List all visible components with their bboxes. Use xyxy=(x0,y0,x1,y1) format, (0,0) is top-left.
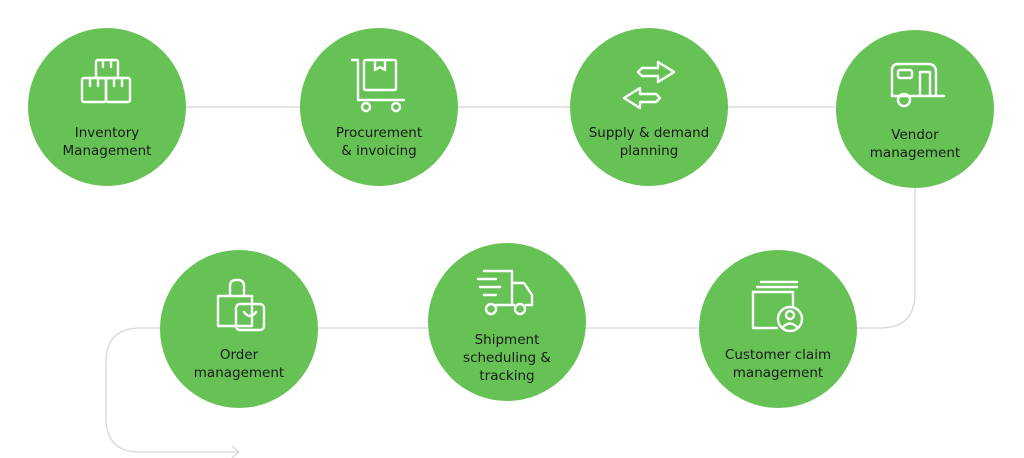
step-customer-claim-management: Customer claim management xyxy=(699,250,857,408)
step-inventory-management: Inventory Management xyxy=(28,28,186,186)
label-line: Vendor xyxy=(891,127,939,143)
delivery-truck-icon xyxy=(476,265,538,327)
step-order-management: Order management xyxy=(160,250,318,408)
boxes-icon xyxy=(76,54,138,116)
swap-arrows-icon xyxy=(618,54,680,116)
label-line: Customer claim xyxy=(724,347,832,363)
label-line: scheduling & xyxy=(463,350,551,366)
shopping-bag-icon xyxy=(208,276,270,338)
label-line: management xyxy=(732,365,824,381)
label-line: management xyxy=(869,145,961,161)
step-label: Shipment scheduling & tracking xyxy=(437,331,577,385)
trailer-icon xyxy=(884,56,946,118)
label-line: management xyxy=(193,365,285,381)
step-shipment-scheduling-tracking: Shipment scheduling & tracking xyxy=(428,243,586,401)
step-procurement-invoicing: Procurement & invoicing xyxy=(300,28,458,186)
step-label: Customer claim management xyxy=(708,346,848,382)
step-supply-demand-planning: Supply & demand planning xyxy=(570,28,728,186)
step-label: Inventory Management xyxy=(37,124,177,160)
label-line: Procurement xyxy=(335,125,423,141)
connector-vendor-claim xyxy=(856,188,916,329)
label-line: tracking xyxy=(479,368,535,384)
label-line: Management xyxy=(62,143,152,159)
step-label: Procurement & invoicing xyxy=(309,124,449,160)
step-label: Vendor management xyxy=(845,126,985,162)
exit-arrow-head-icon xyxy=(231,445,240,458)
claim-folder-user-icon xyxy=(747,276,809,338)
label-line: Supply & demand xyxy=(588,125,710,141)
step-vendor-management: Vendor management xyxy=(836,30,994,188)
step-label: Order management xyxy=(169,346,309,382)
label-line: Inventory xyxy=(74,125,140,141)
step-label: Supply & demand planning xyxy=(579,124,719,160)
connector-order-exit xyxy=(105,327,238,453)
label-line: Order xyxy=(219,347,259,363)
cart-with-box-icon xyxy=(348,54,410,116)
label-line: planning xyxy=(619,143,679,159)
label-line: & invoicing xyxy=(341,143,417,159)
label-line: Shipment xyxy=(474,332,540,348)
